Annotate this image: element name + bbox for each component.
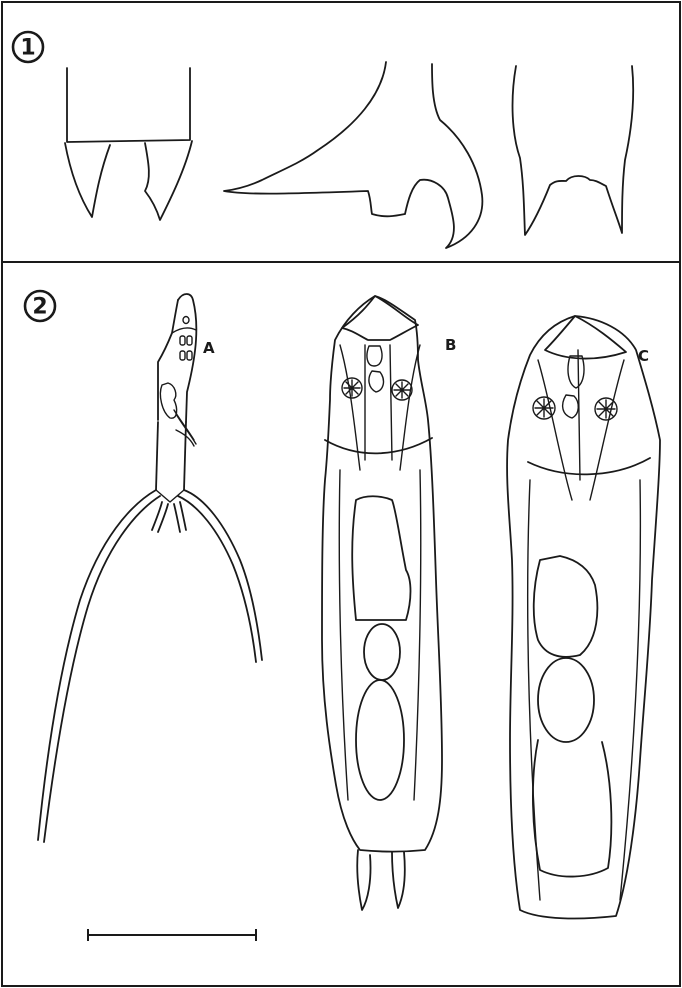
panel-2: 2 xyxy=(2,262,680,986)
panel-2-number-badge: 2 xyxy=(25,291,55,321)
panel-1-number-badge: 1 xyxy=(13,32,43,62)
panel-1: 1 xyxy=(2,2,680,262)
panel-2-number: 2 xyxy=(32,295,47,320)
tail-tip-drawing-left xyxy=(65,68,192,220)
scale-bar xyxy=(88,929,256,941)
specimen-b-drawing: B xyxy=(322,296,456,910)
tail-tip-drawing-right xyxy=(513,66,634,235)
specimen-a-drawing: A xyxy=(38,294,262,842)
tail-tip-drawing-middle xyxy=(224,62,482,248)
panel-1-number: 1 xyxy=(20,36,35,61)
specimen-c-label: C xyxy=(638,347,649,365)
specimen-b-label: B xyxy=(445,336,456,354)
specimen-c-drawing: C xyxy=(507,316,660,918)
specimen-a-label: A xyxy=(203,339,215,357)
